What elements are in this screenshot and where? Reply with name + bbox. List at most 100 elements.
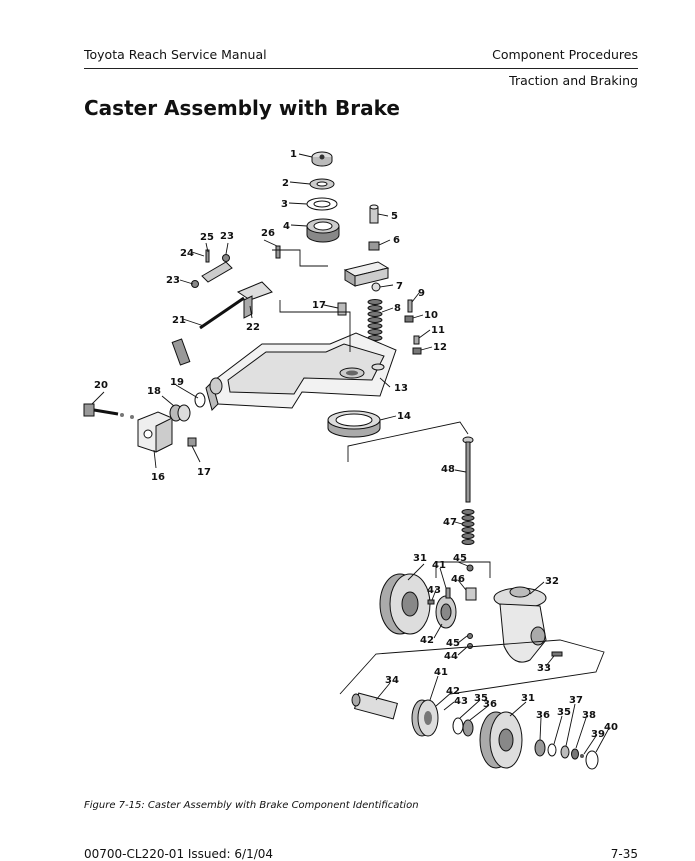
callout-label: 31: [521, 693, 535, 704]
callout-label: 33: [537, 663, 551, 674]
part-spring: [367, 299, 383, 341]
callout-label: 2: [282, 178, 289, 189]
part-cap-40: [585, 750, 599, 770]
callout-label: 36: [536, 710, 550, 721]
outline-linkage: [279, 300, 351, 352]
callout-label: 21: [172, 315, 186, 326]
callout-label: 22: [246, 322, 260, 333]
part-washer-45b: [467, 633, 473, 639]
callout-label: 4: [283, 221, 290, 232]
part-caster-fork: [493, 586, 547, 663]
callout-label: 34: [385, 675, 399, 686]
header-subsection: Traction and Braking: [509, 73, 638, 88]
part-side-block: [137, 411, 173, 453]
callout-label: 16: [151, 472, 165, 483]
callout-label: 39: [591, 729, 605, 740]
callout-label: 7: [396, 281, 403, 292]
callout-label: 19: [170, 377, 184, 388]
part-thin-washer: [306, 197, 338, 211]
part-grease-fitting: [337, 302, 347, 316]
callout-label: 40: [604, 722, 618, 733]
callout-label: 42: [420, 635, 434, 646]
callout-label: 35: [474, 693, 488, 704]
part-seal: [194, 392, 206, 408]
part-screw: [413, 335, 420, 345]
part-small-washer: [466, 564, 474, 572]
part-small-nut: [368, 241, 380, 251]
callout-label: 23: [166, 275, 180, 286]
part-lock-nut: [412, 347, 422, 355]
callout-label: 43: [454, 696, 468, 707]
part-bearing-36: [462, 719, 474, 737]
part-bushing: [169, 404, 191, 422]
part-bearing-ring: [327, 410, 381, 438]
part-brake-hub-upper: [427, 587, 457, 629]
callout-label: 37: [569, 695, 583, 706]
callout-label: 32: [545, 576, 559, 587]
callout-label: 20: [94, 380, 108, 391]
callout-label: 23: [220, 231, 234, 242]
part-long-bolt: [83, 403, 134, 419]
part-nut: [311, 151, 333, 167]
footer-page-number: 7-35: [610, 847, 638, 861]
callout-label: 9: [418, 288, 425, 299]
callout-labels: 1 2 3 4 5 6 7 8 9 10 11 12 13 14 16 17 1…: [94, 149, 618, 740]
callout-label: 3: [281, 199, 288, 210]
part-bearing-36b: [534, 739, 546, 757]
callout-label: 26: [261, 228, 275, 239]
callout-label: 5: [391, 211, 398, 222]
callout-label: 13: [394, 383, 408, 394]
part-clip: [404, 315, 414, 323]
callout-label: 45: [453, 553, 467, 564]
outline-lower-top: [436, 561, 491, 578]
callout-label: 42: [446, 686, 460, 697]
callout-label: 47: [443, 517, 457, 528]
part-brake-hub-lower: [411, 699, 439, 737]
part-pin-39: [580, 754, 584, 758]
callout-label: 31: [413, 553, 427, 564]
part-spacer-35b: [547, 743, 557, 757]
callout-label: 44: [444, 651, 458, 662]
outline-axle-box: [339, 639, 605, 695]
part-lower-spring: [461, 509, 475, 545]
footer-doc-id: 00700-CL220-01 Issued: 6/1/04: [84, 847, 274, 861]
callout-label: 6: [393, 235, 400, 246]
part-brake-linkage: [171, 249, 273, 366]
part-nut-38: [571, 748, 579, 760]
part-bearing: [306, 218, 340, 243]
callout-label: 11: [431, 325, 445, 336]
callout-label: 25: [200, 232, 214, 243]
callout-label: 10: [424, 310, 438, 321]
part-axle: [351, 692, 399, 720]
part-screw-33: [551, 651, 563, 657]
figure-caption: Figure 7-15: Caster Assembly with Brake …: [84, 800, 419, 811]
callout-label: 12: [433, 342, 447, 353]
callout-label: 18: [147, 386, 161, 397]
header-manual-title: Toyota Reach Service Manual: [84, 47, 267, 62]
part-adjuster: [465, 587, 477, 601]
part-washer-37: [560, 745, 570, 759]
callout-label: 38: [582, 710, 596, 721]
callout-label: 17: [197, 467, 211, 478]
callout-label: 48: [441, 464, 455, 475]
callout-label: 35: [557, 707, 571, 718]
outline-top: [272, 249, 328, 267]
header-rule: [84, 68, 638, 69]
page-title: Caster Assembly with Brake: [84, 96, 400, 120]
callout-label: 17: [312, 300, 326, 311]
header-section-title: Component Procedures: [492, 47, 638, 62]
callout-label: 45: [446, 638, 460, 649]
leader-lines: [91, 153, 609, 755]
part-nut-44: [467, 643, 473, 649]
part-wheel-lower: [479, 711, 523, 769]
callout-label: 1: [290, 149, 297, 160]
part-pin: [407, 299, 413, 313]
callout-label: 41: [434, 667, 448, 678]
part-caster-frame: [205, 332, 397, 411]
callout-label: 41: [432, 560, 446, 571]
part-block: [343, 261, 390, 292]
callout-label: 14: [397, 411, 411, 422]
part-wheel-upper: [379, 573, 431, 635]
outline-bridge: [347, 421, 469, 462]
